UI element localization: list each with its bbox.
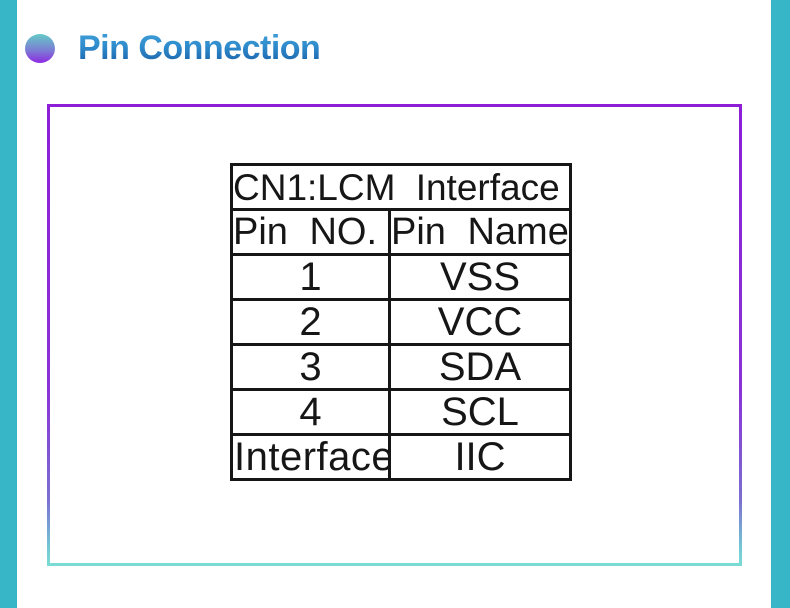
pin-name-cell: VCC bbox=[387, 298, 573, 346]
table-header-row: Pin NO. Pin Name bbox=[230, 208, 573, 256]
pin-name-cell: SCL bbox=[387, 388, 573, 436]
pin-no-cell: 3 bbox=[230, 343, 391, 391]
left-accent-bar bbox=[0, 0, 17, 608]
table-row: 1 VSS bbox=[230, 253, 573, 301]
right-accent-bar bbox=[771, 0, 790, 608]
pin-no-cell: 4 bbox=[230, 388, 391, 436]
table-row: 3 SDA bbox=[230, 343, 573, 391]
page-title: Pin Connection bbox=[78, 29, 321, 67]
table-row: 4 SCL bbox=[230, 388, 573, 436]
table-row: Interface IIC bbox=[230, 433, 573, 481]
table-title-row: CN1:LCM Interface bbox=[229, 163, 573, 211]
column-header-pin-no: Pin NO. bbox=[230, 208, 391, 256]
table-title: CN1:LCM Interface bbox=[229, 163, 573, 211]
gradient-dot-icon bbox=[25, 33, 55, 63]
pin-connection-table: CN1:LCM Interface Pin NO. Pin Name 1 VSS… bbox=[229, 163, 573, 481]
column-header-pin-name: Pin Name bbox=[387, 208, 573, 256]
pin-no-cell: 1 bbox=[230, 253, 391, 301]
pin-name-cell: IIC bbox=[387, 433, 573, 481]
section-header: Pin Connection bbox=[25, 29, 321, 67]
pin-no-cell: 2 bbox=[230, 298, 391, 346]
pin-name-cell: VSS bbox=[387, 253, 573, 301]
table-row: 2 VCC bbox=[230, 298, 573, 346]
pin-no-cell: Interface bbox=[230, 433, 391, 481]
pin-name-cell: SDA bbox=[387, 343, 573, 391]
content-frame: CN1:LCM Interface Pin NO. Pin Name 1 VSS… bbox=[47, 104, 742, 566]
